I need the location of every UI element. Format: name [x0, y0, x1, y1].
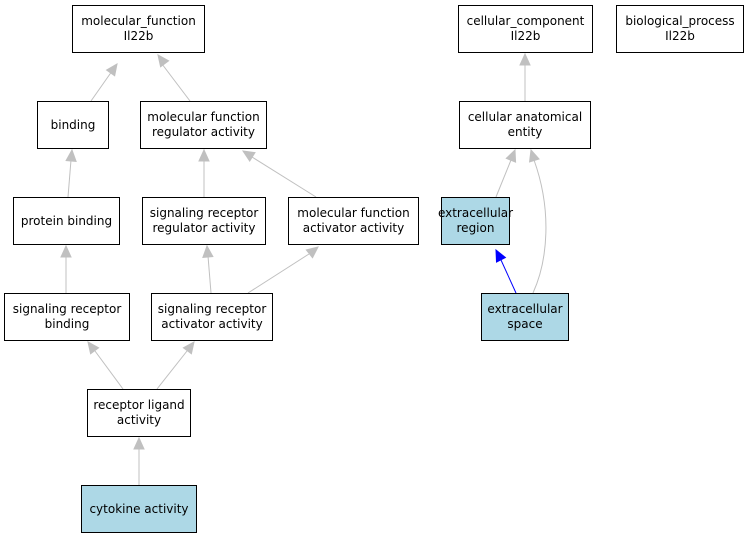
edge-sraa-to-srra	[207, 255, 212, 294]
edge-pb-to-binding	[67, 159, 72, 198]
node-label-line1: biological_process	[625, 14, 735, 28]
node-label-line1: receptor ligand	[93, 398, 185, 412]
node-label-line1: binding	[50, 117, 96, 132]
node-label-line1: molecular function	[147, 110, 260, 124]
node-label-line2: binding	[44, 317, 90, 331]
node-molecular-function-root[interactable]: molecular_function Il22b	[72, 5, 205, 53]
node-receptor-ligand-activity[interactable]: receptor ligand activity	[87, 389, 191, 437]
arrowhead-srra-to-mfra	[198, 148, 210, 162]
node-cytokine-activity[interactable]: cytokine activity	[81, 485, 197, 533]
node-protein-binding[interactable]: protein binding	[13, 197, 120, 245]
node-label-line1: signaling receptor	[157, 302, 267, 316]
node-label-line2: Il22b	[123, 29, 154, 43]
node-label-line2: activity	[116, 413, 162, 427]
node-cellular-anatomical-entity[interactable]: cellular anatomical entity	[459, 101, 591, 149]
node-label-line2: entity	[507, 125, 543, 139]
arrowhead-rla-to-srb	[87, 341, 100, 355]
node-signaling-receptor-activator-activity[interactable]: signaling receptor activator activity	[151, 293, 273, 341]
node-label-line2: activator activity	[161, 317, 263, 331]
arrowhead-mfra-to-mf	[157, 54, 170, 68]
node-label-line1: protein binding	[20, 213, 113, 228]
node-signaling-receptor-regulator-activity[interactable]: signaling receptor regulator activity	[142, 197, 266, 245]
node-binding[interactable]: binding	[37, 101, 109, 149]
edge-er-to-cae	[495, 159, 512, 198]
arrowhead-sraa-to-srra	[202, 244, 214, 258]
arrowhead-rla-to-sraa	[182, 341, 195, 355]
edge-es-to-er	[500, 259, 517, 294]
arrowhead-pb-to-binding	[65, 148, 77, 162]
node-label-line1: extracellular	[437, 206, 514, 220]
arrowhead-binding-to-mf	[105, 63, 118, 77]
arrowhead-sraa-to-mfaa	[305, 246, 319, 259]
node-label-line2: Il22b	[510, 29, 541, 43]
node-label-line1: cellular anatomical	[467, 110, 583, 124]
node-label-line1: extracellular	[487, 302, 563, 316]
node-label-line2: region	[456, 221, 495, 235]
node-extracellular-space[interactable]: extracellular space	[481, 293, 569, 341]
node-label-line2: Il22b	[665, 29, 695, 43]
node-molecular-function-regulator-activity[interactable]: molecular function regulator activity	[140, 101, 267, 149]
node-label-line2: regulator activity	[152, 125, 255, 139]
node-label-line1: cellular_component	[466, 14, 585, 28]
edge-es-to-cae	[532, 159, 547, 294]
arrowhead-srb-to-pb	[60, 244, 72, 258]
edge-mfra-to-mf	[161, 63, 191, 102]
edge-rla-to-srb	[94, 350, 124, 390]
arrowhead-cae-to-cc	[519, 52, 531, 66]
arrowhead-mfaa-to-mfra	[241, 150, 256, 163]
node-extracellular-region[interactable]: extracellular region	[437, 197, 514, 245]
node-signaling-receptor-binding[interactable]: signaling receptor binding	[4, 293, 130, 341]
node-label-line1: molecular function	[297, 206, 410, 220]
arrowhead-er-to-cae	[505, 148, 517, 163]
node-cellular-component-root[interactable]: cellular_component Il22b	[458, 5, 593, 53]
node-biological-process-root[interactable]: biological_process Il22b	[616, 5, 744, 53]
node-molecular-function-activator-activity[interactable]: molecular function activator activity	[288, 197, 419, 245]
node-label-line1: signaling receptor	[149, 206, 259, 220]
arrowhead-ca-to-rla	[133, 436, 145, 450]
node-label-line1: molecular_function	[81, 14, 196, 28]
arrowhead-es-to-cae	[528, 148, 540, 163]
arrowhead-es-to-er	[495, 248, 507, 263]
node-label-line2: space	[507, 317, 543, 331]
node-label-line2: regulator activity	[152, 221, 256, 235]
edge-rla-to-sraa	[156, 350, 188, 390]
edge-sraa-to-mfaa	[247, 253, 310, 294]
node-label-line1: cytokine activity	[89, 501, 189, 516]
node-label-line2: activator activity	[302, 221, 405, 235]
node-label-line1: signaling receptor	[12, 302, 122, 316]
edge-mfaa-to-mfra	[251, 156, 317, 198]
